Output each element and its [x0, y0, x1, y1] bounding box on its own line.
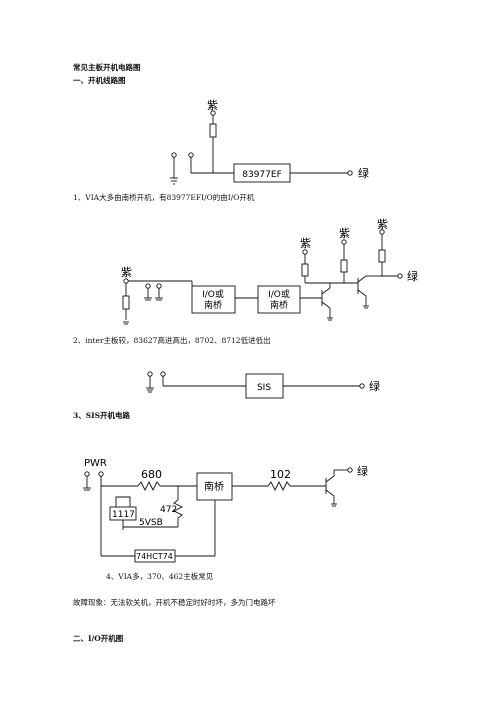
page-title: 常见主板开机电路图 — [73, 63, 141, 72]
io-box-2-line1: I/O或 — [268, 288, 290, 300]
io-box-1-line2: 南桥 — [204, 299, 222, 311]
resistor-472-label: 472 — [160, 505, 177, 515]
southbridge-box — [196, 472, 233, 501]
wire-label-purple-3: 紫 — [339, 227, 350, 240]
wire-label-green: 绿 — [357, 464, 368, 478]
resistor-680-label: 680 — [141, 468, 162, 481]
caption-4: 4、VIA多，370、462主板常见 — [106, 572, 214, 581]
io-box-1 — [191, 285, 236, 314]
io-box-1-line1: I/O或 — [202, 288, 224, 300]
io-box-2-line2: 南桥 — [270, 299, 288, 311]
chip-label: 83977EF — [242, 170, 282, 180]
gate-label: 74HCT74 — [136, 552, 173, 561]
section-heading-2: 二、I/O开机图 — [73, 634, 124, 643]
wire-label-purple-2: 紫 — [300, 237, 311, 250]
wire-label-purple: 紫 — [207, 99, 218, 112]
resistor-472 — [172, 499, 184, 519]
fault-description: 故障现象：无法软关机，开机不稳定时好时坏，多为门电路坏 — [73, 598, 276, 607]
section-heading-3: 3、SIS开机电路 — [73, 411, 131, 420]
resistor-102-label: 102 — [270, 468, 291, 481]
wire-label-green: 绿 — [369, 379, 380, 393]
caption-2: 2、inter主板较，83627高进高出，8702、8712低进低出 — [73, 336, 271, 345]
wire-label-green: 绿 — [358, 166, 369, 180]
wire-label-purple-4: 紫 — [377, 218, 388, 231]
section-heading-1: 一、开机线路图 — [73, 76, 126, 85]
io-box-2 — [257, 285, 301, 314]
wire-label-green: 绿 — [407, 269, 418, 283]
resistor-102 — [267, 480, 291, 492]
wire-label-purple-1: 紫 — [121, 266, 132, 279]
southbridge-label: 南桥 — [204, 480, 224, 493]
pwr-label: PWR — [84, 458, 107, 469]
vsb-label: 5VSB — [139, 518, 163, 528]
caption-1: 1、VIA大多由南桥开机，有83977EFI/O的由I/O开机 — [73, 193, 255, 202]
regulator-label: 1117 — [112, 510, 135, 520]
chip-label: SIS — [257, 383, 271, 393]
resistor-680 — [137, 480, 161, 492]
chip-box — [233, 163, 291, 183]
